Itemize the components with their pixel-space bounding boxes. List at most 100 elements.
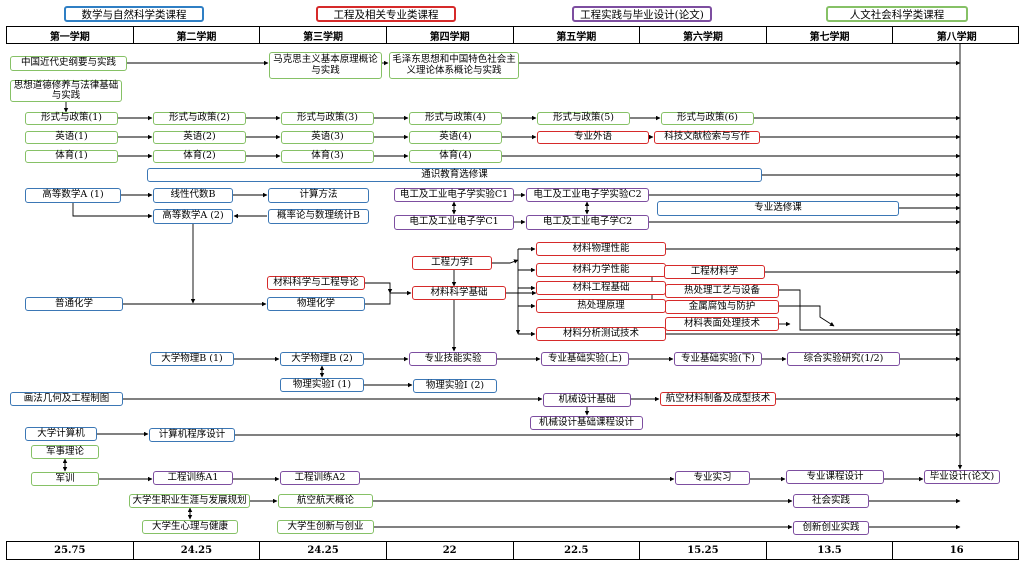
course-english3: 英语(3) — [281, 131, 374, 144]
legend-item-1: 数学与自然科学类课程 — [64, 6, 204, 22]
course-heat-treat-equip: 热处理工艺与设备 — [665, 284, 779, 298]
credits-semester-7: 13.5 — [767, 542, 894, 559]
semester-8: 第八学期 — [936, 31, 977, 43]
course-policy4: 形式与政策(4) — [409, 112, 502, 125]
semester-1: 第一学期 — [7, 27, 134, 43]
semester-5: 第五学期 — [514, 27, 641, 43]
course-social: 社会实践 — [793, 494, 869, 508]
course-pe3: 体育(3) — [281, 150, 374, 163]
credits-semester-1: 25.75 — [7, 542, 134, 559]
course-innovation: 大学生创新与创业 — [277, 520, 374, 534]
course-eng-train1: 工程训练A1 — [153, 471, 233, 485]
course-sci-lit: 科技文献检索与写作 — [654, 131, 760, 144]
course-innovation-prac: 创新创业实践 — [793, 521, 869, 535]
connector-arrow — [365, 282, 393, 294]
connector-arrow — [492, 259, 519, 264]
course-comprehensive: 综合实验研究(1/2) — [787, 352, 900, 366]
course-drawing: 画法几何及工程制图 — [10, 392, 123, 406]
course-mech-design-course: 机械设计基础课程设计 — [530, 416, 643, 430]
connector-arrow — [72, 203, 153, 219]
course-mao: 毛泽东思想和中国特色社会主义理论体系概论与实践 — [389, 52, 519, 79]
credits-semester-6: 15.25 — [640, 542, 767, 559]
connector-arrow — [779, 305, 835, 327]
course-policy1: 形式与政策(1) — [25, 112, 118, 125]
course-policy2: 形式与政策(2) — [153, 112, 246, 125]
course-english2: 英语(2) — [153, 131, 246, 144]
course-policy5: 形式与政策(5) — [537, 112, 630, 125]
course-mat-intro: 材料科学与工程导论 — [267, 276, 365, 290]
course-phys-lab2: 物理实验I (2) — [413, 379, 497, 393]
semester-2: 第二学期 — [134, 27, 261, 43]
course-course-design: 专业课程设计 — [786, 470, 884, 484]
course-math-a1: 高等数学A (1) — [25, 188, 121, 203]
credits-semester-3: 24.25 — [260, 542, 387, 559]
course-mech-design: 机械设计基础 — [543, 393, 631, 407]
course-programming: 计算机程序设计 — [149, 428, 235, 442]
course-mental: 大学生心理与健康 — [142, 520, 238, 534]
course-phys-lab1: 物理实验I (1) — [280, 378, 364, 392]
course-mat-eng-basic: 材料工程基础 — [536, 281, 666, 295]
course-mat-physics: 材料物理性能 — [536, 242, 666, 256]
course-internship: 专业实习 — [675, 471, 750, 485]
course-eng-materials: 工程材料学 — [664, 265, 765, 279]
legend-item-2: 工程及相关专业类课程 — [316, 6, 456, 22]
course-aero-mat: 航空材料制备及成型技术 — [660, 392, 776, 406]
course-ee-c2: 电工及工业电子学C2 — [526, 215, 649, 230]
course-mechanics: 工程力学I — [412, 256, 492, 270]
credits-semester-5: 22.5 — [514, 542, 641, 559]
connector-arrow — [365, 290, 412, 305]
course-mat-analysis: 材料分析测试技术 — [536, 327, 666, 341]
course-major-elective: 专业选修课 — [657, 201, 899, 216]
credits-semester-2: 24.25 — [134, 542, 261, 559]
course-ee-exp-c2: 电工及工业电子学实验C2 — [526, 188, 649, 202]
course-physics-b1: 大学物理B (1) — [150, 352, 234, 366]
course-eng-train2: 工程训练A2 — [280, 471, 360, 485]
course-gen-chem: 普通化学 — [25, 297, 123, 311]
course-basic-exp1: 专业基础实验(上) — [541, 352, 629, 366]
course-career: 大学生职业生涯与发展规划 — [129, 494, 250, 508]
semester-4: 第四学期 — [387, 27, 514, 43]
course-computer: 大学计算机 — [25, 427, 97, 441]
legend-item-3: 工程实践与毕业设计(论文) — [572, 6, 712, 22]
course-mat-basic: 材料科学基础 — [412, 286, 506, 300]
course-military-theory: 军事理论 — [31, 445, 99, 459]
course-phys-chem: 物理化学 — [267, 297, 365, 311]
legend-item-4: 人文社会科学类课程 — [826, 6, 968, 22]
semester-3: 第三学期 — [260, 27, 387, 43]
course-marxism: 马克思主义基本原理概论与实践 — [269, 52, 382, 79]
course-basic-exp2: 专业基础实验(下) — [674, 352, 762, 366]
course-physics-b2: 大学物理B (2) — [280, 352, 364, 366]
credits-semester-4: 22 — [387, 542, 514, 559]
connector-arrow — [779, 289, 961, 333]
credits-semester-8: 16 — [949, 545, 964, 556]
course-pe1: 体育(1) — [25, 150, 118, 163]
course-english4: 英语(4) — [409, 131, 502, 144]
course-surface: 材料表面处理技术 — [665, 317, 779, 331]
course-mat-mech: 材料力学性能 — [536, 263, 666, 277]
course-morality: 思想道德修养与法律基础与实践 — [10, 80, 122, 102]
course-policy3: 形式与政策(3) — [281, 112, 374, 125]
course-pe4: 体育(4) — [409, 150, 502, 163]
course-ee-exp-c1: 电工及工业电子学实验C1 — [394, 188, 514, 202]
course-military-train: 军训 — [31, 472, 99, 486]
course-linear-algebra: 线性代数B — [153, 188, 233, 203]
course-pe2: 体育(2) — [153, 150, 246, 163]
course-calc-method: 计算方法 — [268, 188, 369, 203]
semester-header: 第一学期第二学期第三学期第四学期第五学期第六学期第七学期 第八学期 — [6, 26, 1019, 44]
course-math-a2: 高等数学A (2) — [153, 209, 233, 224]
course-heat-treat: 热处理原理 — [536, 299, 666, 313]
course-aerospace: 航空航天概论 — [278, 494, 373, 508]
course-corrosion: 金属腐蚀与防护 — [665, 300, 779, 314]
course-policy6: 形式与政策(6) — [661, 112, 754, 125]
semester-6: 第六学期 — [640, 27, 767, 43]
course-skill-exp: 专业技能实验 — [409, 352, 497, 366]
course-probability: 概率论与数理统计B — [268, 209, 369, 224]
course-modern-history: 中国近代史纲要与实践 — [10, 56, 127, 71]
course-english1: 英语(1) — [25, 131, 118, 144]
course-general-elective: 通识教育选修课 — [147, 168, 762, 182]
course-thesis: 毕业设计(论文) — [924, 470, 1000, 484]
semester-7: 第七学期 — [767, 27, 894, 43]
